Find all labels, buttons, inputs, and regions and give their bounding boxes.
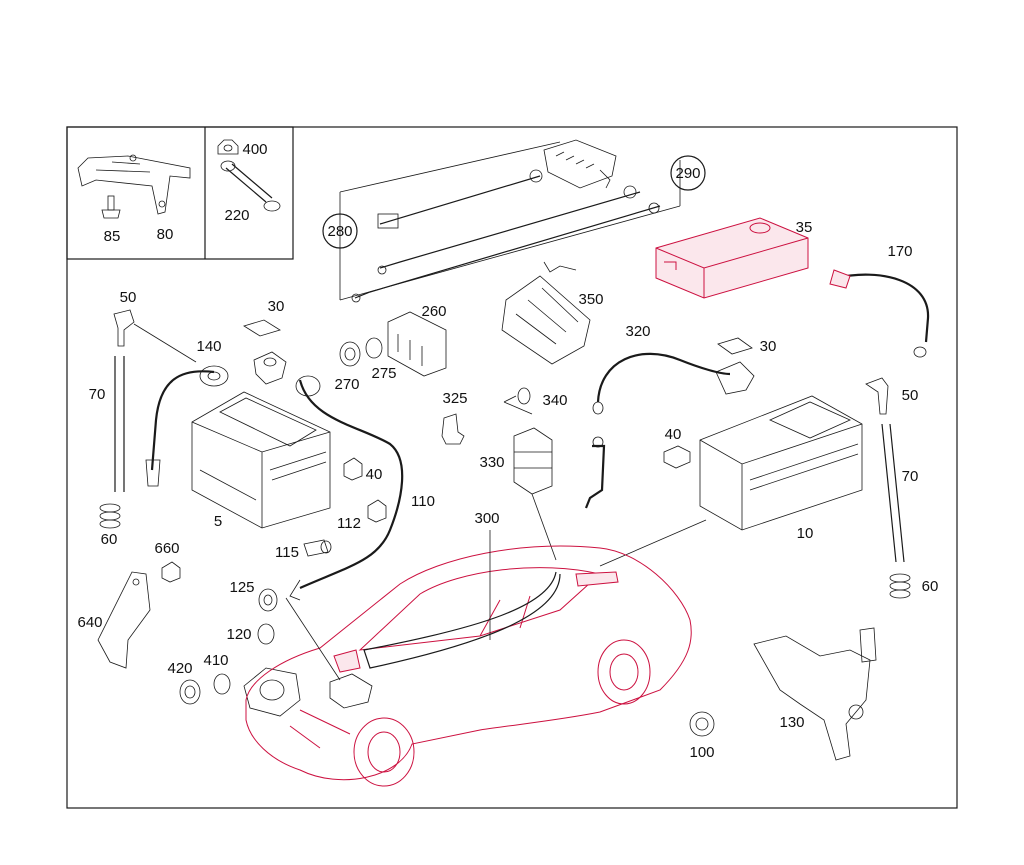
label-35: 35	[796, 219, 813, 236]
fuse-325	[441, 413, 465, 445]
grommet-270	[339, 341, 361, 367]
label-85: 85	[104, 228, 121, 245]
hose-70-right	[881, 423, 905, 563]
label-100: 100	[689, 744, 714, 761]
label-290: 290	[675, 165, 700, 182]
label-30-right: 30	[760, 338, 777, 355]
label-260: 260	[421, 303, 446, 320]
cable-110	[289, 375, 404, 601]
nut-660	[161, 561, 181, 583]
label-120: 120	[226, 626, 251, 643]
label-112: 112	[337, 515, 361, 532]
plug-100	[689, 711, 715, 737]
nut-112	[367, 499, 387, 523]
sensor-130	[753, 627, 877, 761]
label-125: 125	[229, 579, 254, 596]
label-420: 420	[167, 660, 192, 677]
alternator	[243, 667, 301, 717]
battery-10	[699, 395, 863, 531]
label-340: 340	[542, 392, 567, 409]
label-270: 270	[334, 376, 359, 393]
label-115: 115	[275, 544, 299, 561]
cable-set-280-290	[339, 139, 681, 303]
label-130: 130	[779, 714, 804, 731]
cable-140	[145, 365, 229, 487]
relay-block-260	[387, 311, 447, 377]
label-50-left: 50	[120, 289, 137, 306]
nut-40-right	[663, 445, 691, 469]
label-300: 300	[474, 510, 499, 527]
elbow-50-right	[865, 377, 889, 415]
label-60-left: 60	[101, 531, 118, 548]
label-60-right: 60	[922, 578, 939, 595]
label-80: 80	[157, 226, 174, 243]
bolt-85	[101, 195, 121, 219]
label-660: 660	[154, 540, 179, 557]
label-170: 170	[887, 243, 912, 260]
bolt-115	[303, 539, 332, 557]
label-220: 220	[224, 207, 249, 224]
grommet-275	[365, 337, 383, 359]
elbow-50-left	[113, 309, 135, 347]
vehicle-outline	[245, 545, 692, 787]
cable-170	[829, 269, 930, 358]
grommet-410	[213, 673, 231, 695]
label-640: 640	[77, 614, 102, 631]
label-5: 5	[214, 513, 222, 530]
cable-320	[584, 352, 731, 509]
leader-330	[531, 493, 557, 561]
battery-35	[655, 217, 809, 299]
cover-plate-30-right	[717, 337, 753, 355]
label-320: 320	[625, 323, 650, 340]
grommet-120	[257, 623, 275, 645]
label-350: 350	[578, 291, 603, 308]
grommet-60-right	[889, 573, 911, 599]
nut-400	[217, 139, 239, 155]
label-400: 400	[242, 141, 267, 158]
terminal-clamp-right	[715, 361, 755, 395]
label-140: 140	[196, 338, 221, 355]
starter	[329, 673, 373, 709]
leader-10	[599, 519, 707, 567]
terminal-clamp	[253, 351, 287, 385]
grommet-420	[179, 679, 201, 705]
label-410: 410	[203, 652, 228, 669]
label-30-left: 30	[268, 298, 285, 315]
leader-140	[133, 323, 197, 363]
label-325: 325	[442, 390, 467, 407]
nut-40-left	[343, 457, 363, 481]
label-10: 10	[797, 525, 814, 542]
inset-box	[66, 126, 294, 260]
washer-340	[503, 387, 533, 415]
battery-5	[191, 391, 331, 529]
label-275: 275	[371, 365, 396, 382]
label-280: 280	[327, 223, 352, 240]
bracket-80	[77, 154, 191, 215]
hose-70-left	[114, 356, 125, 492]
callout-circle-290	[670, 155, 706, 191]
label-110: 110	[411, 493, 435, 510]
label-50-right: 50	[902, 387, 919, 404]
label-70-left: 70	[89, 386, 106, 403]
cable-300	[363, 530, 561, 669]
label-40-left: 40	[366, 466, 383, 483]
callout-circle-280	[322, 213, 358, 249]
bracket-640	[97, 571, 151, 669]
diagram-frame	[66, 126, 958, 809]
ground-strap-220	[220, 160, 281, 212]
cover-plate-30-left	[243, 319, 281, 337]
relay-330	[513, 427, 553, 495]
label-330: 330	[479, 454, 504, 471]
label-40-right: 40	[665, 426, 682, 443]
grommet-60-left	[99, 503, 121, 529]
leader-starter	[285, 597, 341, 681]
grommet-125	[258, 588, 278, 612]
fuse-carrier-350	[501, 261, 591, 365]
label-70-right: 70	[902, 468, 919, 485]
